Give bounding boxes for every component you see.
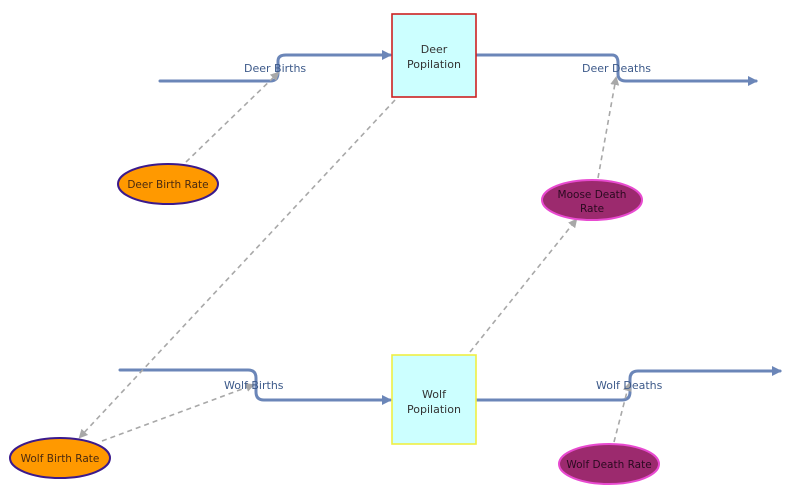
- wolf-deaths-label: Wolf Deaths: [596, 379, 663, 392]
- moose-death-rate-variable[interactable]: Moose Death Rate: [541, 179, 643, 221]
- deer-population-stock[interactable]: Deer Popilation: [391, 13, 477, 98]
- wolf-birth-rate-label: Wolf Birth Rate: [21, 453, 100, 465]
- link-moose-death-rate-to-deer-deaths: [597, 76, 620, 179]
- link-wolf-death-rate-to-wolf-deaths: [613, 382, 632, 443]
- wolf-population-stock[interactable]: Wolf Popilation: [391, 354, 477, 445]
- wolf-births-inflow[interactable]: [118, 368, 392, 405]
- moose-death-rate-label-1: Moose Death: [558, 189, 627, 201]
- wolf-death-rate-label: Wolf Death Rate: [566, 459, 651, 471]
- deer-population-label-1: Deer: [421, 43, 448, 56]
- deer-births-label: Deer Births: [244, 62, 306, 75]
- deer-population-label-2: Popilation: [407, 58, 461, 71]
- deer-birth-rate-label: Deer Birth Rate: [127, 179, 208, 191]
- moose-death-rate-label-2: Rate: [580, 203, 604, 215]
- link-wolf-population-to-moose-death-rate: [469, 218, 578, 353]
- wolf-births-label: Wolf Births: [224, 379, 284, 392]
- wolf-birth-rate-variable[interactable]: Wolf Birth Rate: [9, 437, 111, 479]
- link-deer-birth-rate-to-deer-births: [185, 71, 280, 163]
- link-deer-population-to-wolf-birth-rate: [78, 99, 396, 439]
- link-wolf-birth-rate-to-wolf-births: [101, 383, 255, 442]
- wolf-population-label-1: Wolf: [422, 388, 447, 401]
- deer-deaths-label: Deer Deaths: [582, 62, 651, 75]
- deer-birth-rate-variable[interactable]: Deer Birth Rate: [117, 163, 219, 205]
- wolf-population-label-2: Popilation: [407, 403, 461, 416]
- deer-deaths-outflow[interactable]: [474, 53, 758, 86]
- wolf-death-rate-variable[interactable]: Wolf Death Rate: [558, 443, 660, 485]
